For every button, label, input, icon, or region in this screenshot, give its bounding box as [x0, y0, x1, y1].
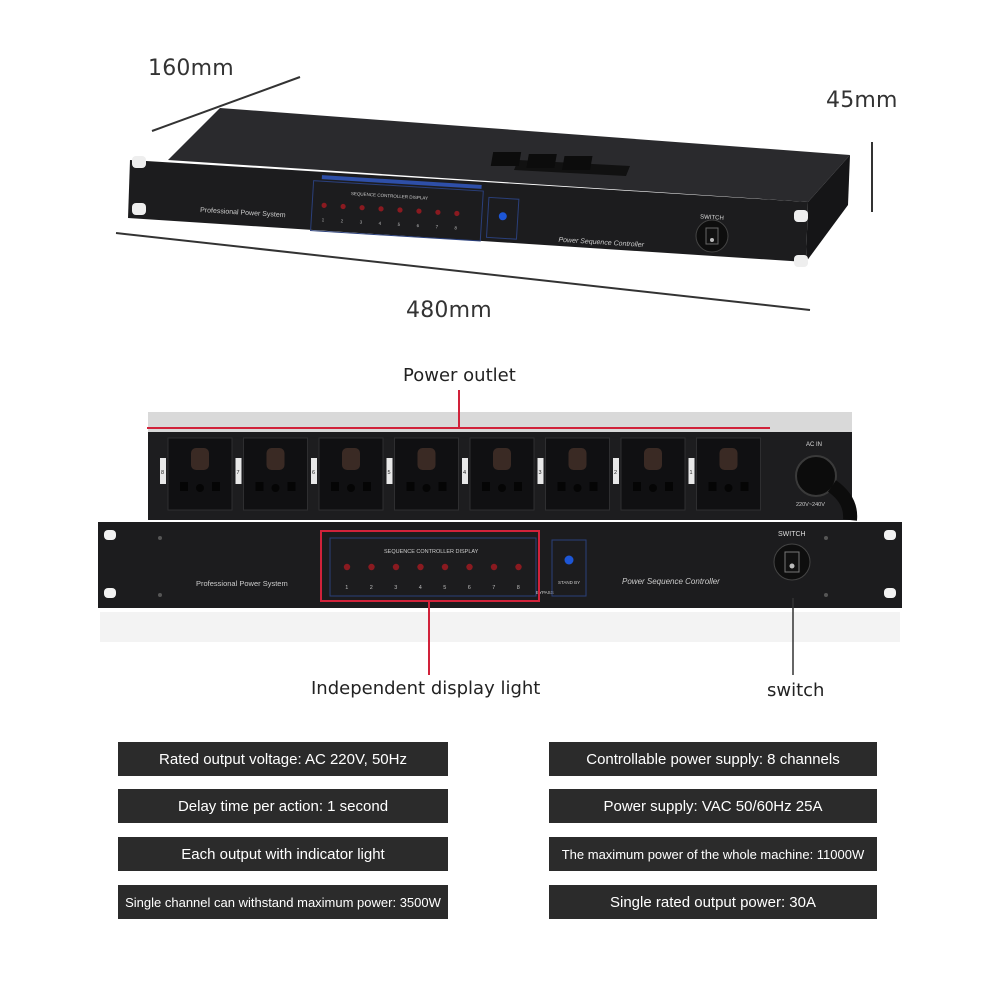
power-outlet-callout: Power outlet — [403, 365, 516, 386]
top-led-3 — [359, 205, 365, 211]
top-led-6 — [416, 208, 422, 214]
rear-channel-tag-8 — [160, 458, 166, 484]
ac-inlet — [795, 455, 837, 497]
front-led-6 — [466, 563, 473, 571]
device-side-face — [806, 155, 850, 262]
front-led-number-7: 7 — [492, 585, 495, 591]
top-display-title: SEQUENCE CONTROLLER DISPLAY — [351, 191, 428, 201]
rear-channel-label-7: 7 — [237, 470, 240, 476]
front-standby-led — [564, 555, 574, 565]
spec-controllable-channels: Controllable power supply: 8 channels — [549, 742, 877, 776]
top-led-number-1: 1 — [322, 217, 325, 222]
height-dimension-label: 45mm — [826, 88, 898, 113]
top-display-frame — [310, 180, 484, 242]
front-display-frame — [329, 537, 537, 597]
top-led-number-7: 7 — [435, 224, 438, 229]
front-led-5 — [441, 563, 449, 571]
standby-label: STAND BY — [558, 580, 580, 585]
display-light-callout: Independent display light — [311, 678, 541, 699]
spec-machine-max-power: The maximum power of the whole machine: … — [549, 837, 877, 871]
rear-channel-label-3: 3 — [539, 470, 542, 476]
rear-outlet-row: 8 7 6 5 4 3 2 1 — [160, 437, 761, 511]
front-led-number-6: 6 — [468, 585, 471, 591]
front-led-8 — [515, 563, 522, 571]
top-led-number-8: 8 — [454, 225, 457, 230]
top-switch-label: SWITCH — [700, 214, 724, 221]
spec-single-channel-max-power: Single channel can withstand maximum pow… — [118, 885, 448, 919]
front-led-1 — [343, 563, 351, 571]
rear-channel-tag-5 — [386, 458, 393, 484]
front-led-number-1: 1 — [345, 585, 348, 591]
rear-channel-label-6: 6 — [312, 470, 315, 476]
rear-channel-tag-7 — [235, 458, 242, 484]
width-dimension-line — [115, 232, 811, 311]
rear-channel-label-1: 1 — [690, 470, 693, 476]
top-led-5 — [397, 207, 403, 213]
ac-in-label: AC IN — [806, 442, 822, 448]
spec-delay-time: Delay time per action: 1 second — [118, 789, 448, 823]
front-led-number-5: 5 — [443, 585, 446, 591]
top-led-1 — [321, 202, 327, 208]
front-led-number-4: 4 — [419, 585, 422, 591]
front-panel — [98, 522, 902, 608]
spec-single-rated-output: Single rated output power: 30A — [549, 885, 877, 919]
product-photo: 8 7 6 5 4 3 2 1 AC IN 220V~240V Professional Po… — [98, 390, 902, 675]
top-led-row: 1 2 3 4 5 6 7 8 — [321, 202, 460, 231]
rear-channel-tag-3 — [537, 458, 544, 484]
rear-channel-tag-6 — [311, 458, 317, 484]
spec-rated-output-voltage: Rated output voltage: AC 220V, 50Hz — [118, 742, 448, 776]
width-dimension-label: 480mm — [406, 298, 492, 323]
front-led-4 — [417, 563, 424, 571]
front-led-number-3: 3 — [394, 585, 397, 591]
top-led-number-2: 2 — [341, 218, 344, 223]
front-display-title: SEQUENCE CONTROLLER DISPLAY — [384, 549, 479, 555]
spec-indicator-light: Each output with indicator light — [118, 837, 448, 871]
front-model-label: Power Sequence Controller — [622, 577, 720, 586]
depth-dimension-line — [151, 76, 301, 132]
voltage-range-label: 220V~240V — [796, 502, 825, 508]
front-led-7 — [490, 563, 498, 571]
rear-channel-label-2: 2 — [614, 470, 617, 476]
spec-power-supply: Power supply: VAC 50/60Hz 25A — [549, 789, 877, 823]
top-led-8 — [454, 210, 460, 217]
bypass-label: BYPASS — [536, 590, 554, 595]
rear-channel-tag-1 — [688, 458, 695, 484]
front-led-3 — [392, 563, 400, 571]
depth-dimension-label: 160mm — [148, 56, 234, 81]
rear-channel-tag-4 — [462, 458, 468, 484]
front-led-number-2: 2 — [370, 585, 373, 591]
switch-callout: switch — [767, 680, 825, 701]
front-led-number-8: 8 — [517, 585, 520, 591]
rear-outlet-1 — [696, 437, 761, 511]
rear-channel-tag-2 — [613, 458, 619, 484]
top-dimension-drawing: Professional Power System SEQUENCE CONTR… — [115, 76, 873, 311]
top-led-number-6: 6 — [416, 223, 419, 228]
top-led-4 — [378, 206, 384, 212]
front-switch-label: SWITCH — [778, 531, 806, 538]
front-brand-label: Professional Power System — [196, 579, 288, 588]
rear-channel-label-4: 4 — [463, 470, 466, 476]
top-led-number-3: 3 — [360, 220, 363, 225]
rear-channel-label-8: 8 — [161, 470, 164, 476]
top-led-2 — [340, 203, 346, 210]
rear-channel-label-5: 5 — [388, 470, 391, 476]
top-led-number-4: 4 — [379, 221, 382, 226]
front-led-row: 1 2 3 4 5 6 7 8 — [343, 563, 522, 591]
top-standby-led — [498, 212, 507, 221]
top-led-7 — [435, 209, 441, 215]
top-led-number-5: 5 — [397, 222, 400, 227]
device-front-panel — [128, 160, 808, 262]
front-led-2 — [368, 563, 375, 571]
